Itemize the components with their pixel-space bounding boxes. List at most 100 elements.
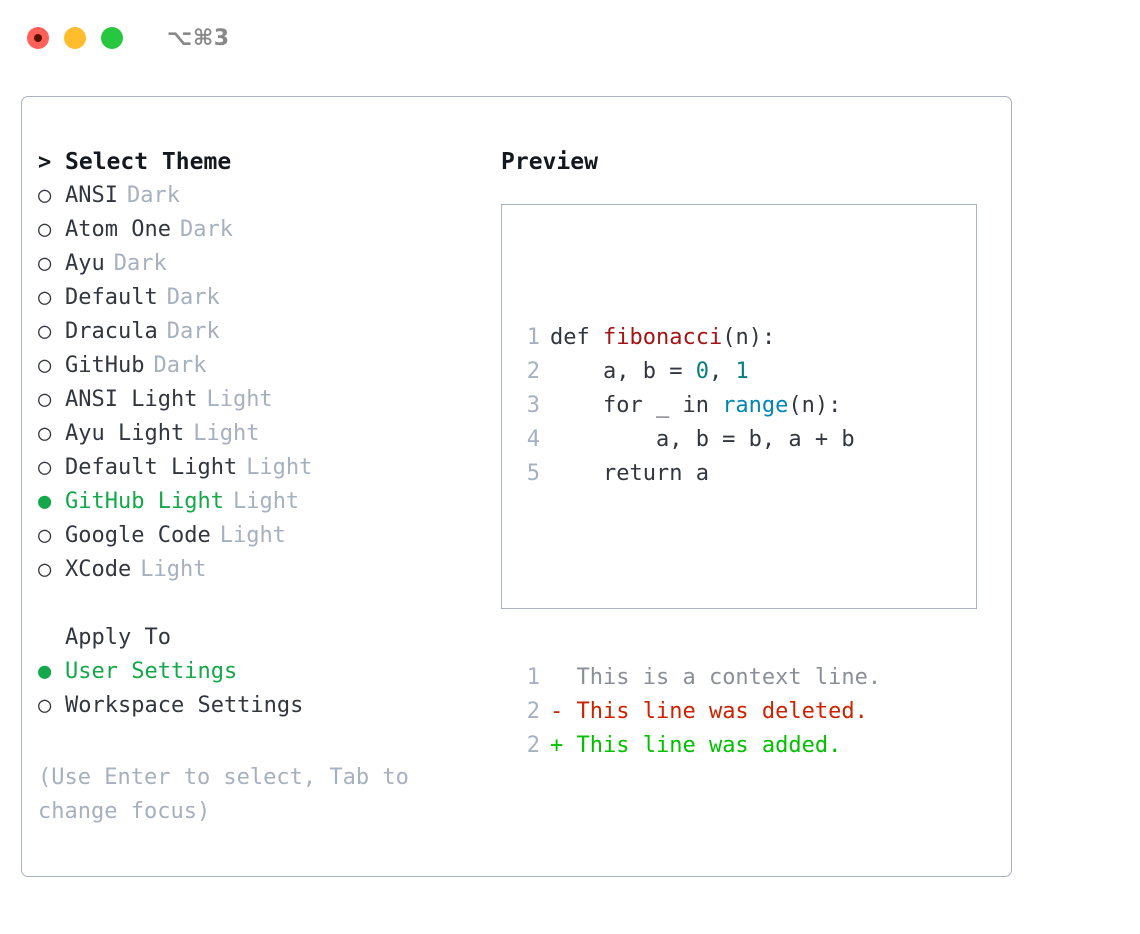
theme-list-item[interactable]: ○ ANSI Dark bbox=[38, 183, 478, 217]
zoom-button[interactable] bbox=[101, 27, 123, 49]
code-token: 1 bbox=[735, 359, 749, 384]
line-number: 2 bbox=[526, 359, 540, 384]
apply-to-option[interactable]: ●User Settings bbox=[38, 659, 478, 693]
theme-variant-badge: Dark bbox=[166, 285, 220, 310]
code-text: def fibonacci(n): bbox=[550, 321, 775, 355]
window-controls bbox=[27, 27, 123, 49]
diff-line: 1 This is a context line. bbox=[514, 661, 881, 695]
code-token: return a bbox=[550, 461, 709, 486]
code-text: a, b = 0, 1 bbox=[550, 355, 749, 389]
code-text: for _ in range(n): bbox=[550, 389, 841, 423]
theme-name: Ayu Light bbox=[65, 421, 185, 446]
theme-variant-badge: Dark bbox=[126, 183, 180, 208]
radio-selected-icon[interactable]: ● bbox=[38, 659, 52, 684]
diff-line: 2- This line was deleted. bbox=[514, 695, 881, 729]
radio-empty-icon[interactable]: ○ bbox=[38, 183, 52, 208]
theme-variant-badge: Light bbox=[140, 557, 207, 582]
theme-variant-badge: Dark bbox=[179, 217, 233, 242]
code-token: range bbox=[722, 393, 789, 418]
line-number: 2 bbox=[526, 733, 540, 758]
radio-empty-icon[interactable]: ○ bbox=[38, 421, 52, 446]
caret-icon: > bbox=[38, 150, 52, 175]
theme-name: XCode bbox=[65, 557, 132, 582]
radio-empty-icon[interactable]: ○ bbox=[38, 693, 52, 718]
code-line: 1 def fibonacci(n): bbox=[514, 321, 881, 355]
line-number: 2 bbox=[526, 699, 540, 724]
theme-list-item[interactable]: ○ Atom One Dark bbox=[38, 217, 478, 251]
theme-name: Dracula bbox=[65, 319, 158, 344]
code-gap bbox=[514, 559, 881, 593]
list-spacer bbox=[38, 591, 478, 625]
theme-list-item[interactable]: ○ Ayu Dark bbox=[38, 251, 478, 285]
line-number: 5 bbox=[526, 461, 540, 486]
theme-name: Atom One bbox=[65, 217, 171, 242]
theme-list-item[interactable]: ○ Default Dark bbox=[38, 285, 478, 319]
shortcut-label: ⌥⌘3 bbox=[167, 25, 230, 51]
apply-to-label: Workspace Settings bbox=[65, 693, 304, 718]
minimize-button[interactable] bbox=[64, 27, 86, 49]
theme-name: Google Code bbox=[65, 523, 211, 548]
line-number: 1 bbox=[526, 325, 540, 350]
theme-name: ANSI Light bbox=[65, 387, 198, 412]
code-token: fibonacci bbox=[602, 325, 723, 350]
radio-empty-icon[interactable]: ○ bbox=[38, 455, 52, 480]
apply-to-list: ●User Settings○ Workspace Settings bbox=[38, 659, 478, 727]
radio-selected-icon[interactable]: ● bbox=[38, 489, 52, 514]
title-bar: ⌥⌘3 bbox=[0, 0, 1140, 76]
theme-list-item[interactable]: ○ XCode Light bbox=[38, 557, 478, 591]
code-token: (n): bbox=[722, 325, 776, 350]
code-token: (n): bbox=[788, 393, 842, 418]
line-number: 3 bbox=[526, 393, 540, 418]
radio-empty-icon[interactable]: ○ bbox=[38, 285, 52, 310]
radio-empty-icon[interactable]: ○ bbox=[38, 557, 52, 582]
theme-variant-badge: Light bbox=[206, 387, 273, 412]
diff-text: This line was added. bbox=[563, 733, 842, 758]
code-text: a, b = b, a + b bbox=[550, 423, 855, 457]
theme-variant-badge: Light bbox=[232, 489, 300, 514]
radio-empty-icon[interactable]: ○ bbox=[38, 251, 52, 276]
theme-variant-badge: Light bbox=[219, 523, 286, 548]
code-token: a, b = bbox=[550, 359, 696, 384]
radio-empty-icon[interactable]: ○ bbox=[38, 319, 52, 344]
theme-list-item[interactable]: ○ Default Light Light bbox=[38, 455, 478, 489]
theme-variant-badge: Dark bbox=[113, 251, 167, 276]
code-token: , bbox=[708, 359, 736, 384]
close-button[interactable] bbox=[27, 27, 49, 49]
diff-marker: - bbox=[550, 699, 564, 724]
radio-empty-icon[interactable]: ○ bbox=[38, 387, 52, 412]
code-text: return a bbox=[550, 457, 709, 491]
diff-text: This is a context line. bbox=[563, 665, 882, 690]
code-line: 2 a, b = 0, 1 bbox=[514, 355, 881, 389]
theme-name: Ayu bbox=[65, 251, 105, 276]
theme-name: Default bbox=[65, 285, 158, 310]
theme-list-item[interactable]: ● GitHub Light Light bbox=[38, 489, 478, 523]
radio-empty-icon[interactable]: ○ bbox=[38, 217, 52, 242]
theme-name: Default Light bbox=[65, 455, 238, 480]
theme-name: GitHub Light bbox=[65, 489, 224, 514]
theme-name: ANSI bbox=[65, 183, 118, 208]
theme-variant-badge: Light bbox=[193, 421, 260, 446]
code-token: def bbox=[550, 325, 603, 350]
theme-variant-badge: Light bbox=[246, 455, 313, 480]
radio-empty-icon[interactable]: ○ bbox=[38, 353, 52, 378]
theme-name: GitHub bbox=[65, 353, 145, 378]
theme-list-item[interactable]: ○ Google Code Light bbox=[38, 523, 478, 557]
code-token: 0 bbox=[695, 359, 709, 384]
theme-list-item[interactable]: ○ Ayu Light Light bbox=[38, 421, 478, 455]
preview-title: Preview bbox=[501, 149, 598, 175]
select-theme-header: > Select Theme bbox=[38, 149, 478, 183]
code-line: 5 return a bbox=[514, 457, 881, 491]
code-token: for _ in bbox=[550, 393, 723, 418]
diff-marker bbox=[550, 661, 563, 695]
apply-to-option[interactable]: ○ Workspace Settings bbox=[38, 693, 478, 727]
radio-empty-icon[interactable]: ○ bbox=[38, 523, 52, 548]
theme-list-item[interactable]: ○ ANSI Light Light bbox=[38, 387, 478, 421]
